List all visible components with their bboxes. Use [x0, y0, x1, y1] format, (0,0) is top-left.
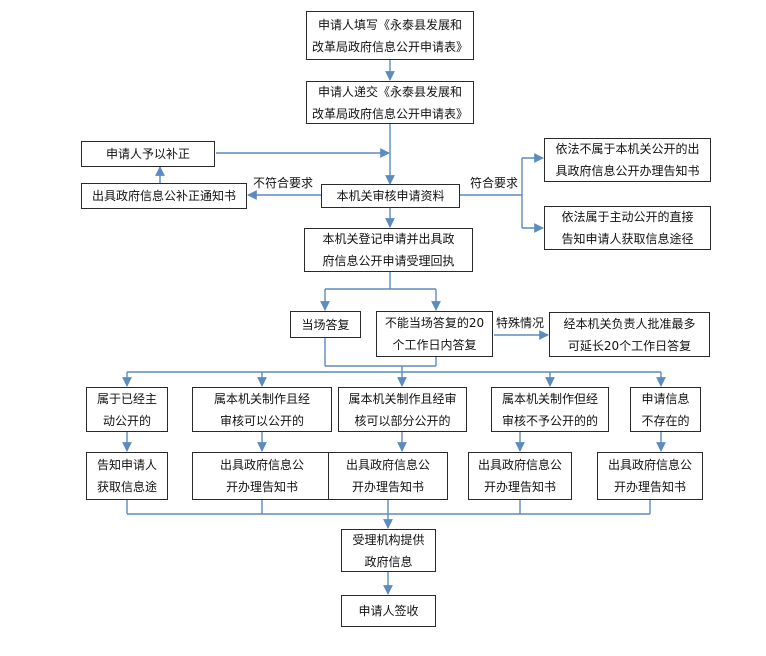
label-not-meet: 不符合要求: [253, 176, 314, 190]
node-notice-4: 出具政府信息公开办理告知书: [597, 452, 703, 500]
label-special: 特殊情况: [496, 316, 545, 330]
node-proactive: 依法属于主动公开的直接告知申请人获取信息途径: [544, 206, 711, 250]
node-tell-applicant: 告知申请人获取信息途: [86, 452, 168, 500]
node-not-public: 属本机关制作但经审核不予公开的的: [491, 387, 609, 432]
node-register: 本机关登记申请并出具政府信息公开申请受理回执: [304, 228, 473, 272]
node-notice-3: 出具政府信息公开办理告知书: [468, 452, 572, 500]
node-review: 本机关审核申请资料: [321, 184, 460, 208]
node-sign: 申请人签收: [341, 595, 436, 627]
node-correction-notice: 出具政府信息公补正通知书: [81, 183, 247, 209]
node-notice-2: 出具政府信息公开办理告知书: [328, 452, 448, 500]
label-meet: 符合要求: [470, 176, 519, 190]
node-can-public: 属本机关制作且经审核可以公开的: [192, 387, 332, 432]
node-not-ours: 依法不属于本机关公开的出具政府信息公开办理告知书: [544, 138, 711, 182]
node-provide: 受理机构提供政府信息: [341, 529, 436, 572]
node-extend: 经本机关负责人批准最多可延长20个工作日答复: [549, 312, 710, 357]
node-submit-form: 申请人递交《永泰县发展和改革局政府信息公开申请表》: [306, 81, 474, 124]
node-already-public: 属于已经主动公开的: [86, 387, 168, 432]
node-not-exist: 申请信息不存在的: [630, 387, 701, 432]
node-notice-1: 出具政府信息公开办理告知书: [192, 452, 332, 500]
node-immediate: 当场答复: [290, 311, 361, 338]
node-supplement: 申请人予以补正: [81, 141, 215, 167]
node-fill-form: 申请人填写《永泰县发展和改革局政府信息公开申请表》: [306, 11, 474, 60]
node-partial-public: 属本机关制作且经审核可以部分公开的: [338, 387, 467, 432]
